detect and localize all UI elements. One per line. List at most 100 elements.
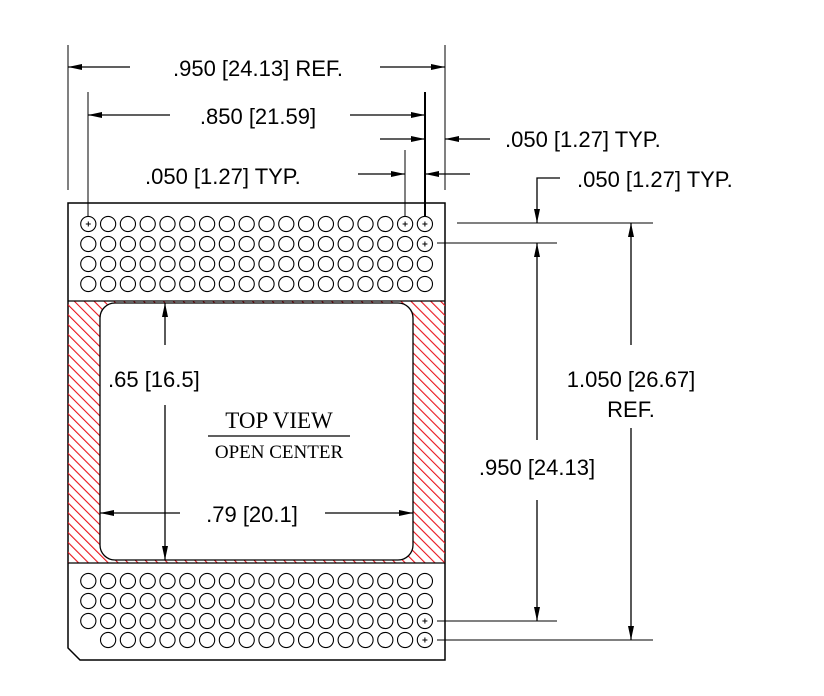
pin-pad (297, 572, 315, 590)
pin-pad (198, 572, 216, 590)
pin-pad (238, 215, 255, 233)
dim-pitch-horizontal-right: .050 [1.27] TYP. (505, 127, 661, 152)
pin-pad (238, 592, 255, 610)
pin-pad (357, 235, 374, 253)
pin-pad (357, 612, 374, 630)
pin-pad (198, 255, 216, 273)
pin-pad (139, 275, 156, 293)
pin-pad (159, 592, 176, 610)
pin-pad (218, 592, 236, 610)
pin-pad (258, 592, 275, 610)
pin-pad (357, 255, 374, 273)
dim-pitch-vertical: .050 [1.27] TYP. (577, 167, 733, 192)
pin-pad (416, 572, 434, 590)
pin-pad (119, 572, 137, 590)
pin-pad (258, 572, 275, 590)
pin-pad (337, 592, 354, 610)
pin-pad (179, 592, 196, 610)
pin-pad (139, 235, 156, 253)
pin-pad (179, 235, 196, 253)
pin-pad (179, 255, 196, 273)
pin-pad (238, 275, 255, 293)
pin-pad (317, 572, 335, 590)
pin-pad (139, 631, 156, 649)
pin-pad (218, 235, 236, 253)
pin-pad (377, 572, 394, 590)
pin-pad (238, 572, 255, 590)
pin-pad (337, 612, 354, 630)
pin-pad (357, 631, 374, 649)
pin-pad (416, 235, 434, 253)
pin-pad (357, 275, 374, 293)
dim-overall-height-ref: REF. (607, 397, 655, 422)
pin-pad (396, 631, 414, 649)
pin-pad (278, 592, 295, 610)
dim-pin-span-height: .950 [24.13] (479, 455, 595, 480)
pin-pad (337, 631, 354, 649)
pin-pad (218, 275, 236, 293)
dim-opening-width: .79 [20.1] (206, 502, 298, 527)
pin-pad (179, 275, 196, 293)
pin-pad (139, 592, 156, 610)
pin-pad (377, 215, 394, 233)
pin-pad (80, 235, 97, 253)
pin-pad (258, 215, 275, 233)
view-subtitle: OPEN CENTER (215, 442, 344, 463)
pin-pad (159, 215, 176, 233)
pin-pad (99, 235, 117, 253)
pin-pad (139, 255, 156, 273)
pin-pad (278, 572, 295, 590)
pin-pad (218, 572, 236, 590)
pin-pad (278, 255, 295, 273)
pin-pad (258, 631, 275, 649)
pin-pad (119, 612, 137, 630)
pin-reference-mark-icon (402, 221, 408, 227)
view-title: TOP VIEW (225, 408, 333, 433)
pin-pad (337, 275, 354, 293)
pin-pad (238, 612, 255, 630)
pin-pad (317, 592, 335, 610)
pin-pad (159, 572, 176, 590)
dim-pitch-horizontal-left: .050 [1.27] TYP. (145, 164, 301, 189)
pin-pad (119, 255, 137, 273)
pin-pad (416, 631, 434, 649)
pin-pad (258, 612, 275, 630)
pin-pad (99, 275, 117, 293)
pin-pad (198, 631, 216, 649)
pin-pad (159, 255, 176, 273)
pin-pad (377, 592, 394, 610)
pin-pad (119, 275, 137, 293)
pin-pad (80, 592, 97, 610)
pin-pad (198, 215, 216, 233)
pin-pad (416, 255, 434, 273)
pin-pad (317, 255, 335, 273)
pin-pad (416, 592, 434, 610)
pin-pad (80, 572, 97, 590)
pin-pad (278, 235, 295, 253)
pin-pad (396, 572, 414, 590)
pin-pad (258, 255, 275, 273)
pin-pad (119, 235, 137, 253)
pin-pad (396, 255, 414, 273)
pin-pad (159, 612, 176, 630)
pin-pad (159, 235, 176, 253)
pin-pad (99, 592, 117, 610)
pin-pad (238, 631, 255, 649)
pin-pad (238, 235, 255, 253)
dim-opening-height: .65 [16.5] (108, 367, 200, 392)
pin-pad (357, 592, 374, 610)
dim-pin-span-width: .850 [21.59] (200, 104, 316, 129)
pin-pad (337, 215, 354, 233)
pin-pad (258, 275, 275, 293)
pin-pad (377, 255, 394, 273)
pin-pad (297, 275, 315, 293)
pin-pad (377, 612, 394, 630)
pin-pad (99, 255, 117, 273)
dim-overall-width: .950 [24.13] REF. (173, 56, 343, 81)
pin-pad (218, 215, 236, 233)
pin-pad (99, 215, 117, 233)
pin-pad (119, 631, 137, 649)
pin-pad (278, 215, 295, 233)
pin-pad (198, 612, 216, 630)
pin-pad (396, 612, 414, 630)
